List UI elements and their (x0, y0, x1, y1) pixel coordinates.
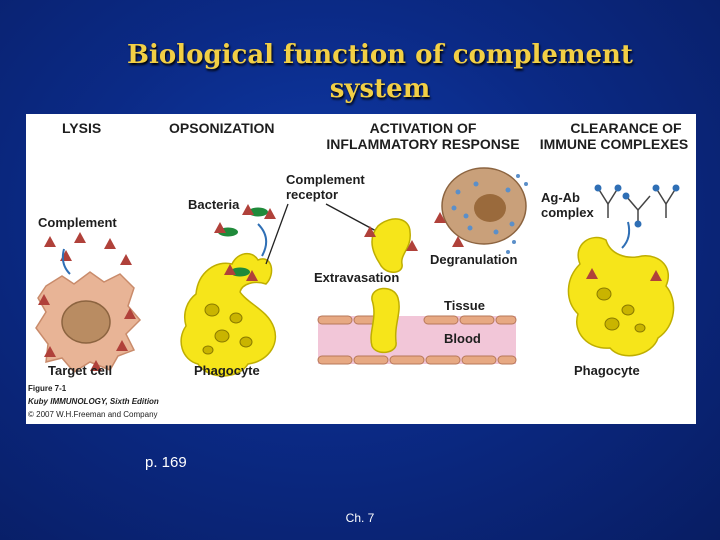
label-complement: Complement (38, 215, 117, 230)
target-cell-nucleus (61, 300, 111, 344)
pointer-receptor-left (265, 203, 289, 265)
phagocyte-extravasating (370, 287, 400, 354)
label-phagocyte-right: Phagocyte (574, 363, 640, 378)
arrow-lysis (61, 248, 71, 275)
label-phagocyte-left: Phagocyte (194, 363, 260, 378)
complement-function-figure: LYSIS OPSONIZATION ACTIVATION OF INFLAMM… (26, 114, 696, 424)
header-lysis: LYSIS (62, 120, 101, 136)
slide-title: Biological function of complement system (100, 38, 660, 106)
chapter-footer: Ch. 7 (345, 511, 375, 525)
granules-mast-cell (451, 174, 528, 254)
label-agab-1: Ag-Ab (541, 190, 580, 205)
arrow-opsonization (257, 223, 268, 257)
label-blood: Blood (444, 331, 481, 346)
caption-copyright: © 2007 W.H.Freeman and Company (28, 410, 158, 419)
title-line-1: Biological function of complement (127, 40, 633, 70)
label-target-cell: Target cell (48, 363, 112, 378)
vessel-wall-bottom (317, 355, 517, 365)
header-activation-line2: INFLAMMATORY RESPONSE (326, 136, 519, 152)
title-line-2: system (329, 74, 431, 104)
arrow-clearance (621, 221, 631, 249)
header-activation-line1: ACTIVATION OF (370, 120, 477, 136)
phagocyte-left (180, 252, 277, 377)
label-bacteria: Bacteria (188, 197, 240, 212)
phagocyte-activation (371, 218, 411, 273)
page-reference: p. 169 (145, 454, 187, 471)
label-complement-receptor-1: Complement (286, 172, 365, 187)
phagocyte-right (567, 236, 675, 357)
label-degranulation: Degranulation (430, 252, 517, 267)
mast-cell-nucleus (474, 194, 506, 222)
header-clearance-line1: CLEARANCE OF (570, 120, 682, 136)
label-agab-2: complex (541, 205, 595, 220)
phagocyte-right-granules (596, 287, 646, 333)
phagocyte-left-granules (202, 303, 253, 355)
header-opsonization: OPSONIZATION (169, 120, 275, 136)
header-clearance-line2: IMMUNE COMPLEXES (540, 136, 689, 152)
complement-proteins-lysis (44, 232, 132, 265)
caption-book: Kuby IMMUNOLOGY, Sixth Edition (28, 397, 159, 406)
label-complement-receptor-2: receptor (286, 187, 338, 202)
caption-figure: Figure 7-1 (28, 384, 67, 393)
label-extravasation: Extravasation (314, 270, 399, 285)
label-tissue: Tissue (444, 298, 485, 313)
